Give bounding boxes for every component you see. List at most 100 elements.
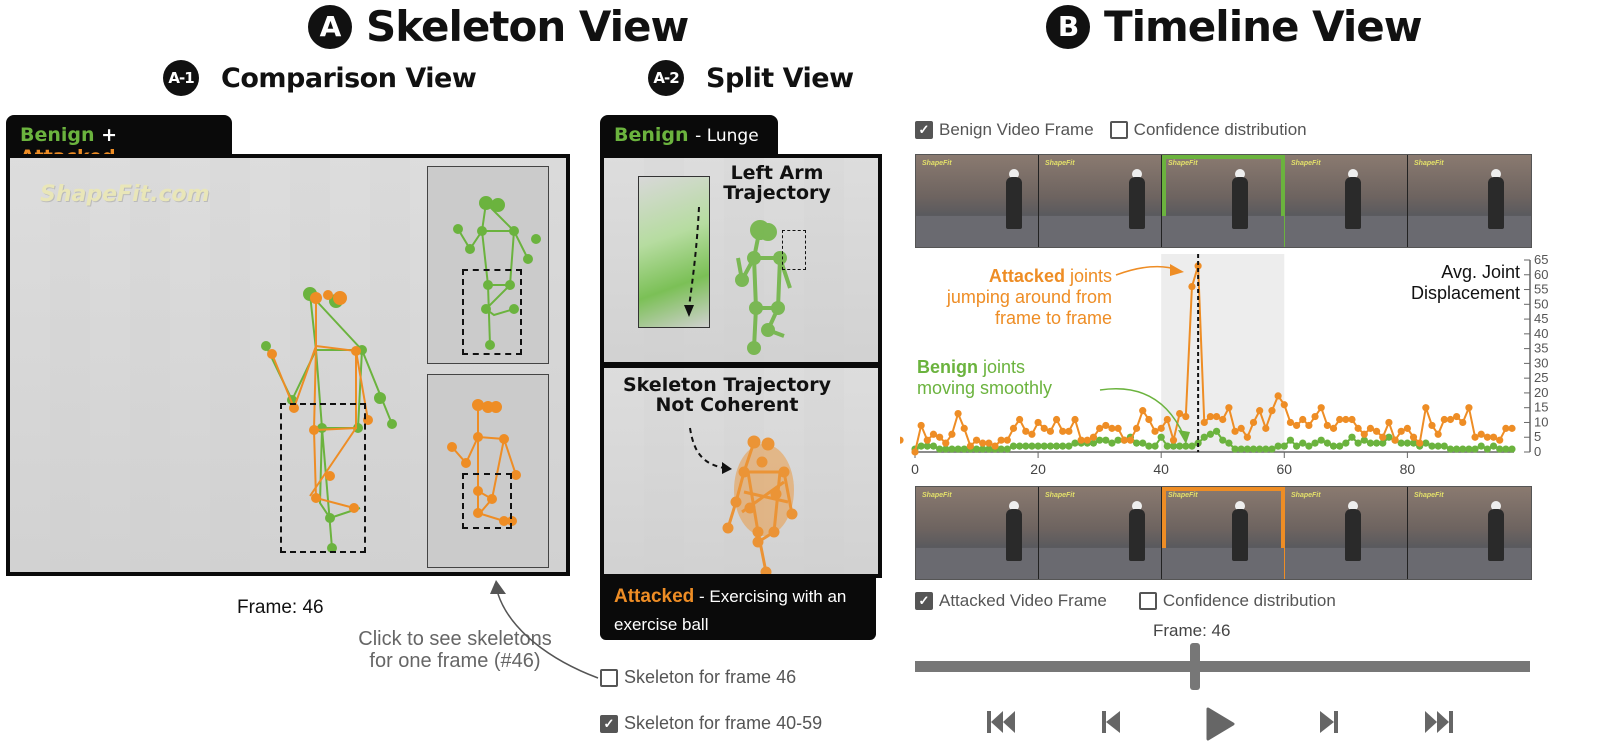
person [1006,509,1022,561]
checkbox-unchecked-icon[interactable] [600,668,618,687]
attacked-video-frame-checkbox[interactable]: ✓ Attacked Video Frame [915,591,1107,611]
attacked-confidence-checkbox[interactable]: Confidence distribution [1138,591,1336,611]
tab-plus: + [101,124,118,146]
benign-inset[interactable] [427,166,549,364]
benign-point [1256,445,1264,453]
video-frame-thumbnail[interactable]: ShapeFit [1162,155,1285,247]
frame-slider-track[interactable] [915,661,1530,672]
video-frame-thumbnail[interactable]: ShapeFit [1285,487,1408,579]
tab-benign-label: Benign [20,124,95,146]
attacked-point [972,436,981,444]
y-tick-label: 25 [1534,370,1548,385]
checkbox-checked-icon[interactable]: ✓ [915,121,933,139]
video-frame-thumbnail[interactable]: ShapeFit [1408,487,1531,579]
checkbox-label: Benign Video Frame [939,120,1094,139]
checkbox-unchecked-icon[interactable] [1138,592,1157,610]
person [1488,509,1504,561]
attacked-point [1502,424,1510,432]
benign-confidence-checkbox[interactable]: Confidence distribution [1109,120,1307,140]
attacked-point [1440,415,1448,424]
person [1232,177,1248,229]
video-frame-thumbnail[interactable]: ShapeFit [1039,487,1162,579]
watermark: ShapeFit [922,492,952,499]
person-head [1132,501,1142,511]
attacked-point [1336,415,1344,424]
next-frame-icon[interactable] [1318,707,1340,746]
benign-point [1151,442,1159,450]
attacked-point [1083,436,1091,444]
attacked-point [1034,418,1042,427]
video-frame-thumbnail[interactable]: ShapeFit [916,487,1039,579]
skeleton-frame-range-checkbox[interactable]: ✓ Skeleton for frame 40-59 [600,713,822,734]
benign-point [936,445,944,453]
comparison-tab[interactable]: Benign + Attacked [6,115,232,168]
benign-point [1249,445,1258,453]
benign-tab-label: Benign [614,124,689,146]
skeleton-frame-46-checkbox[interactable]: Skeleton for frame 46 [600,667,796,688]
checkbox-checked-icon[interactable]: ✓ [600,714,618,733]
comparison-view-heading: Comparison View [221,62,477,94]
attacked-point [1489,433,1498,441]
playback-controls [985,707,1455,746]
attacked-split-panel[interactable]: Skeleton Trajectory Not Coherent [600,364,882,578]
attacked-point [1206,412,1215,421]
attacked-arrow-head-icon [1170,264,1184,276]
benign-point [1280,442,1288,450]
attacked-inset[interactable] [427,374,549,568]
benign-point [1040,442,1048,450]
benign-point [1354,439,1362,447]
watermark: ShapeFit [1291,160,1321,167]
attacked-point [960,424,968,432]
attacked-point [936,433,944,441]
attacked-point [1305,421,1313,430]
attacked-point [1003,436,1011,444]
checkbox-checked-icon[interactable]: ✓ [915,592,933,610]
attacked-point [1477,430,1485,438]
y-tick-label: 15 [1534,400,1548,415]
benign-video-frame-checkbox[interactable]: ✓ Benign Video Frame [915,120,1094,140]
benign-annotation-text: joints moving smoothly [917,357,1053,399]
y-tick-label: 10 [1534,414,1548,429]
benign-point [1502,445,1510,453]
benign-point [1262,445,1270,453]
benign-point [1071,439,1079,447]
benign-point [1292,442,1301,450]
play-icon[interactable] [1205,707,1235,746]
video-frame-thumbnail[interactable]: ShapeFit [1162,487,1285,579]
person [1488,177,1504,229]
benign-point [1163,442,1171,450]
video-frame-thumbnail[interactable]: ShapeFit [1408,155,1531,247]
checkbox-unchecked-icon[interactable] [1109,121,1128,139]
benign-split-panel[interactable]: Left Arm Trajectory [600,154,882,366]
attacked-annotation: Attacked joints jumping around from fram… [928,266,1112,329]
video-frame-thumbnail[interactable]: ShapeFit [1039,155,1162,247]
floor [1408,215,1531,247]
person [1345,177,1361,229]
hint-text: Click to see skeletons for one frame (#4… [358,628,552,672]
previous-frame-icon[interactable] [1100,707,1122,746]
benign-point [1139,439,1147,447]
person-head [1009,169,1019,179]
attacked-point [1286,418,1295,427]
video-frame-thumbnail[interactable]: ShapeFit [916,155,1039,247]
comparison-view-panel[interactable]: ShapeFit.com [6,154,570,576]
attacked-trajectory-skeleton [722,435,798,574]
chart-y-axis-label: Avg. Joint Displacement [1410,262,1520,303]
first-frame-icon[interactable] [985,707,1017,746]
person-head [1348,501,1358,511]
benign-split-tab[interactable]: Benign - Lunge [600,115,778,159]
frame-slider-handle[interactable] [1190,643,1200,690]
attacked-point [1403,424,1411,432]
attacked-point [942,439,950,447]
timeline-view-title: B Timeline View [1046,2,1423,51]
video-frame-thumbnail[interactable]: ShapeFit [1285,155,1408,247]
attacked-point [1145,415,1153,424]
benign-point [1206,430,1215,438]
person [1232,509,1248,561]
benign-point [1489,442,1498,450]
last-frame-icon[interactable] [1423,707,1455,746]
attacked-point [1200,418,1208,427]
